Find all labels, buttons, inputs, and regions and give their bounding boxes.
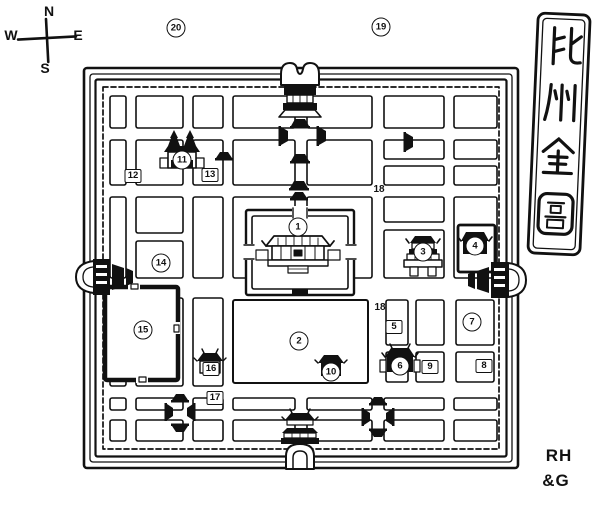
- pailou-arch-icon: [290, 154, 310, 164]
- marker-11: 11: [172, 150, 192, 170]
- east-gate-icon: [468, 262, 527, 298]
- pailou-arch-icon: [171, 394, 189, 403]
- pailou-arch-icon: [361, 408, 370, 426]
- marker-5: 5: [385, 320, 403, 334]
- compass-west-label: W: [4, 27, 18, 43]
- marker-2: 2: [289, 331, 309, 351]
- west-gate-icon: [75, 259, 133, 295]
- pailou-arch-icon: [164, 403, 173, 421]
- marker-16: 16: [202, 362, 220, 376]
- marker-19: 19: [371, 17, 391, 37]
- marker-8: 8: [475, 359, 493, 373]
- pailou-arch-icon: [369, 397, 387, 406]
- marker-7: 7: [462, 312, 482, 332]
- compass-east-label: E: [73, 27, 83, 43]
- marker-12: 12: [124, 169, 142, 183]
- cartouche-char-tu: [536, 191, 575, 236]
- signature-line-1: RH: [545, 446, 573, 465]
- south-gate-icon: [281, 408, 319, 470]
- marker-9: 9: [421, 360, 439, 374]
- marker-18: 18: [374, 302, 386, 313]
- compass-north-label: N: [43, 3, 55, 19]
- pailou-arch-icon: [278, 126, 288, 146]
- cartouche-char-quan: [541, 137, 575, 176]
- pailou-arch-icon: [369, 428, 387, 437]
- marker-10: 10: [321, 362, 341, 382]
- pailou-arch-icon: [316, 126, 326, 146]
- compass-south-label: S: [40, 60, 50, 76]
- title-cartouche: [526, 11, 592, 257]
- cartouche-char-bei: [551, 26, 583, 66]
- north-gate-icon: [278, 62, 322, 129]
- pailou-arch-icons: [164, 126, 413, 437]
- signature-line-2: &G: [542, 471, 570, 490]
- pailou-arch-icon: [171, 423, 189, 432]
- pailou-arch-icon: [290, 192, 308, 201]
- pailou-arch-icon: [187, 403, 196, 421]
- compass-rose-icon: [16, 17, 78, 64]
- pailou-arch-icon: [403, 132, 413, 152]
- main-hall-icon: [255, 235, 341, 274]
- cartouche-char-zhou: [543, 83, 577, 123]
- marker-13: 13: [201, 168, 219, 182]
- marker-17: 17: [206, 391, 224, 405]
- pailou-arch-icon: [215, 152, 233, 161]
- marker-14: 14: [151, 253, 171, 273]
- central-compound: [242, 206, 358, 297]
- pailou-arch-icon: [289, 181, 309, 191]
- marker-15: 15: [133, 320, 153, 340]
- marker-4: 4: [465, 236, 485, 256]
- marker-3: 3: [413, 242, 433, 262]
- marker-6: 6: [390, 356, 410, 376]
- marker-1: 1: [288, 217, 308, 237]
- marker-20: 20: [166, 18, 186, 38]
- pailou-arch-icon: [386, 408, 395, 426]
- marker-18: 18: [373, 184, 385, 195]
